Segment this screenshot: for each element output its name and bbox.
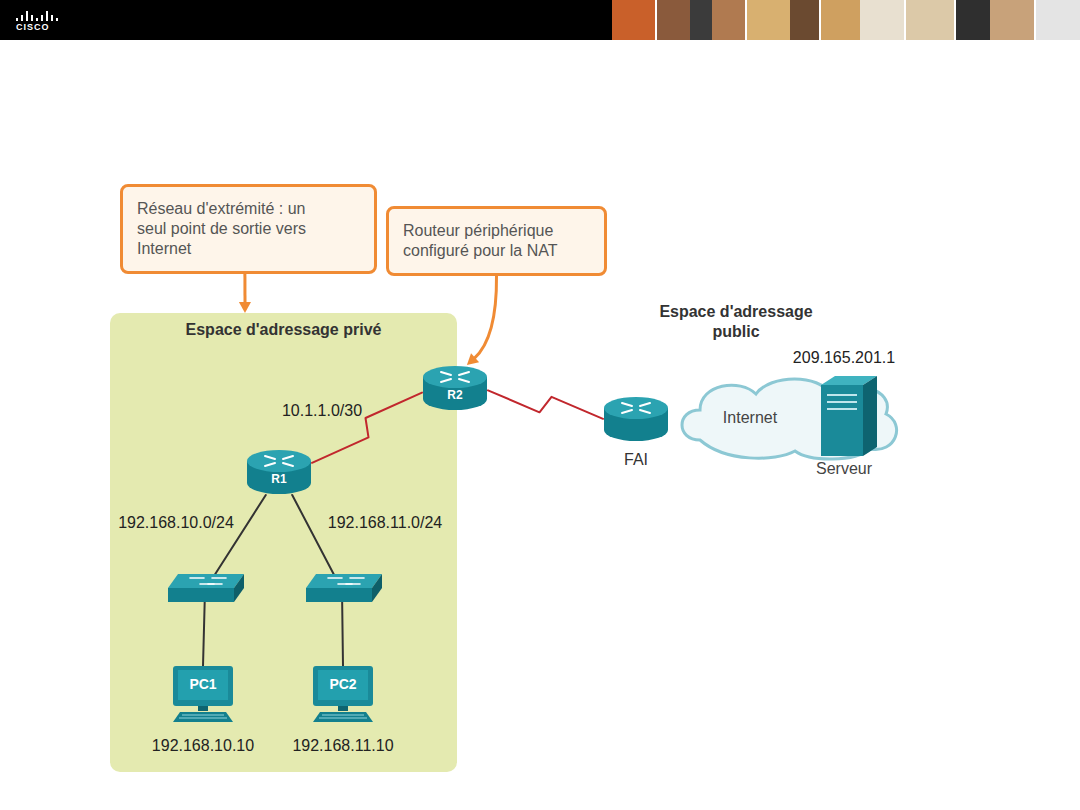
- pc-icon: [312, 666, 374, 724]
- cloud-name: Internet: [670, 368, 830, 427]
- router-icon: [603, 396, 669, 442]
- region-heading: Espace d'adressage public: [636, 302, 836, 342]
- callout-arrow-line: [243, 274, 246, 303]
- pc-icon: [172, 666, 234, 724]
- ip-address: 192.168.11.10: [275, 736, 411, 755]
- server-icon: [819, 375, 879, 457]
- serial-link-line: [488, 390, 603, 419]
- private-address-region: Espace d'adressage privéR2R1PC1192.168.1…: [110, 313, 457, 772]
- callout-arrow: [467, 276, 497, 365]
- pc: PC2 192.168.11.10: [275, 666, 411, 760]
- ip-address: 209.165.201.1: [782, 348, 906, 367]
- callout-box: Routeur périphérique configuré pour la N…: [386, 206, 607, 276]
- router-name: FAI: [603, 396, 669, 469]
- callout-box: Réseau d'extrémité : un seul point de so…: [120, 184, 377, 274]
- photo-strip: [612, 0, 1080, 40]
- network-address: 192.168.10.0/24: [116, 513, 236, 532]
- logo-bars: [16, 11, 58, 21]
- region-heading-wrap: Espace d'adressage public: [636, 302, 836, 342]
- router: R2: [422, 365, 488, 411]
- arrow-head: [239, 302, 251, 313]
- callout-text: Réseau d'extrémité : un seul point de so…: [137, 199, 334, 259]
- edge-label-wrap: 192.168.10.0/24: [116, 513, 236, 532]
- ip-address: 192.168.10.10: [135, 736, 271, 755]
- isp-router: FAI: [603, 396, 669, 472]
- server-name: Serveur: [782, 459, 906, 478]
- switch-icon: [306, 574, 382, 602]
- router: R1: [246, 449, 312, 495]
- switch-icon: [168, 574, 244, 602]
- callout-arrow: [239, 274, 251, 313]
- server: 209.165.201.1Serveur: [782, 348, 906, 478]
- serial-link: [488, 390, 603, 419]
- arrow-head: [467, 353, 479, 365]
- pc: PC1 192.168.10.10: [135, 666, 271, 760]
- region-heading: Espace d'adressage privé: [110, 313, 457, 340]
- edge-label-wrap: 10.1.1.0/30: [280, 401, 364, 420]
- network-address: 192.168.11.0/24: [326, 513, 444, 532]
- edge-label-wrap: 192.168.11.0/24: [326, 513, 444, 532]
- pc-name: PC1: [135, 666, 271, 692]
- callout-text: Routeur périphérique configuré pour la N…: [403, 221, 574, 261]
- router-name: R2: [422, 388, 488, 402]
- network-address: 10.1.1.0/30: [280, 401, 364, 420]
- callout-arrow-line: [474, 276, 496, 358]
- logo-text: CISCO: [16, 22, 50, 32]
- pc-name: PC2: [275, 666, 411, 692]
- logo-text-wrap: CISCO: [16, 22, 50, 32]
- router-name: R1: [246, 472, 312, 486]
- top-bar: [0, 0, 1080, 40]
